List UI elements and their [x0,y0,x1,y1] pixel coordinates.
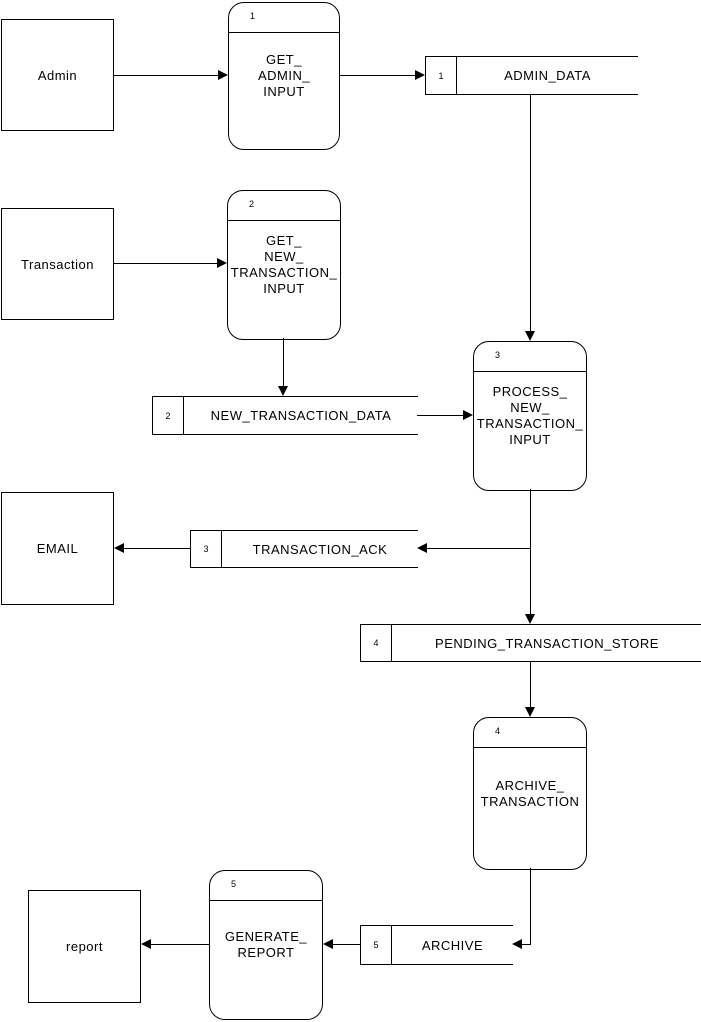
entity-admin-label: Admin [37,67,78,83]
process-4-number: 4 [495,726,501,736]
datastore-1-admin-data: 1 ADMIN_DATA [425,56,638,95]
external-entity-report: report [28,890,141,1003]
process-2-header [228,191,340,221]
flow-store4-to-process4-line [530,662,531,707]
flow-process2-to-store2-arrowhead-icon [278,386,288,396]
flow-store3-to-email-arrowhead-icon [114,543,124,553]
flow-store5-to-process5-line [333,944,360,945]
external-entity-admin: Admin [1,19,114,131]
process-3-title: PROCESS_ NEW_ TRANSACTION_ INPUT [476,384,584,447]
datastore-5-number: 5 [361,926,392,964]
flow-process4-to-store5-line-horizontal [522,944,531,945]
datastore-1-number: 1 [426,57,457,94]
process-1-get-admin-input: 1 GET_ ADMIN_ INPUT [228,2,340,150]
process-1-header [229,3,339,33]
process-2-title: GET_ NEW_ TRANSACTION_ INPUT [230,233,338,296]
flow-process1-to-store1-arrowhead-icon [415,70,425,80]
flow-process4-to-store5-line-vertical [530,868,531,945]
process-5-generate-report: 5 GENERATE_ REPORT [209,870,323,1020]
flow-process2-to-store2-line [283,338,284,386]
flow-process5-to-report-line [151,944,209,945]
process-4-title: ARCHIVE_ TRANSACTION [480,777,580,809]
flow-store5-to-process5-arrowhead-icon [323,939,333,949]
process-3-number: 3 [495,350,501,360]
process-5-header [210,871,322,901]
flow-process3-to-store4-line [530,489,531,614]
flow-store2-to-process3-arrowhead-icon [463,410,473,420]
process-3-header [474,342,586,372]
process-3-process-new-transaction-input: 3 PROCESS_ NEW_ TRANSACTION_ INPUT [473,341,587,491]
flow-transaction-to-process2-line [114,263,217,264]
flow-store1-to-process3-line [530,95,531,331]
flow-process3-to-store3-line [427,548,531,549]
datastore-2-new-transaction-data: 2 NEW_TRANSACTION_DATA [152,396,418,435]
datastore-4-label: PENDING_TRANSACTION_STORE [435,635,659,651]
flow-store2-to-process3-line [417,415,463,416]
entity-report-label: report [66,939,103,954]
flow-process3-to-store4-arrowhead-icon [525,614,535,624]
flow-store4-to-process4-arrowhead-icon [525,707,535,717]
datastore-2-label: NEW_TRANSACTION_DATA [210,408,392,423]
flow-process4-to-store5-arrowhead-icon [512,939,522,949]
flow-admin-to-process1-line [114,75,218,76]
process-1-title: GET_ ADMIN_ INPUT [257,52,311,99]
datastore-3-label: TRANSACTION_ACK [252,541,388,557]
external-entity-transaction: Transaction [1,208,114,320]
datastore-2-number: 2 [153,397,184,434]
process-5-number: 5 [231,879,237,889]
datastore-1-label: ADMIN_DATA [504,68,591,83]
entity-transaction-label: Transaction [21,256,94,272]
process-2-number: 2 [249,199,255,209]
datastore-3-number: 3 [191,531,222,567]
flow-admin-to-process1-arrowhead-icon [218,70,228,80]
process-2-get-new-transaction-input: 2 GET_ NEW_ TRANSACTION_ INPUT [227,190,341,340]
datastore-5-archive: 5 ARCHIVE [360,925,513,965]
flow-store1-to-process3-arrowhead-icon [525,331,535,341]
flow-process3-to-store3-arrowhead-icon [417,543,427,553]
process-4-archive-transaction: 4 ARCHIVE_ TRANSACTION [473,717,587,870]
flow-transaction-to-process2-arrowhead-icon [217,258,227,268]
datastore-5-label: ARCHIVE [421,937,484,953]
flow-process1-to-store1-line [340,75,415,76]
flow-process5-to-report-arrowhead-icon [141,939,151,949]
datastore-3-transaction-ack: 3 TRANSACTION_ACK [190,530,418,568]
flow-store3-to-email-line [124,548,190,549]
entity-email-label: EMAIL [36,541,79,556]
datastore-4-pending-transaction-store: 4 PENDING_TRANSACTION_STORE [360,624,701,662]
process-4-header [474,718,586,748]
datastore-4-number: 4 [361,625,392,661]
process-1-number: 1 [250,11,256,21]
process-5-title: GENERATE_ REPORT [224,929,308,960]
external-entity-email: EMAIL [1,492,114,605]
